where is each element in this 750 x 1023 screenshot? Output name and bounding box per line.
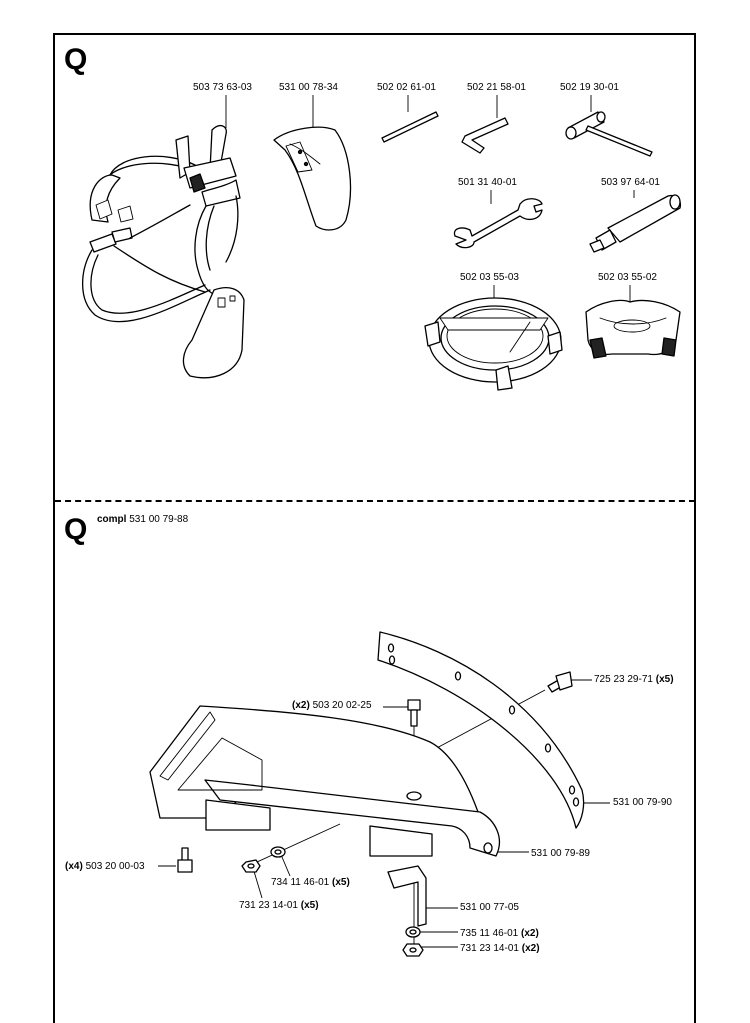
part-label-nut-731-a: 731 23 14-01 (x5): [239, 900, 319, 911]
clamp-drawing: [387, 865, 427, 927]
diagram-frame: [53, 33, 696, 1023]
section-divider: [55, 500, 695, 502]
part-label-washer-734: 734 11 46-01 (x5): [271, 877, 350, 888]
socket-wrench-drawing: [565, 111, 653, 157]
part-label-hip-pad: 531 00 78-34: [279, 82, 338, 93]
pin-drawing: [381, 111, 439, 143]
nut-731-b-drawing: [402, 943, 424, 957]
washer-734-drawing: [270, 846, 286, 858]
part-label-screw-503-02: (x2) 503 20 02-25: [292, 700, 372, 711]
part-label-screw-725: 725 23 29-71 (x5): [594, 674, 674, 685]
part-label-hex-key: 502 21 58-01: [467, 82, 526, 93]
part-label-blade-guard: 531 00 79-90: [613, 797, 672, 808]
screw-503-02-drawing: [407, 699, 421, 727]
compl-label: compl 531 00 79-88: [97, 514, 188, 525]
nut-731-a-drawing: [241, 859, 261, 873]
hex-key-drawing: [461, 117, 509, 154]
part-label-grease-tube: 503 97 64-01: [601, 177, 660, 188]
part-label-washer-735: 735 11 46-01 (x2): [460, 928, 539, 939]
part-label-guard-bracket: 531 00 79-89: [531, 848, 590, 859]
part-label-ring-guard: 502 03 55-03: [460, 272, 519, 283]
compl-number: 531 00 79-88: [129, 514, 189, 525]
part-label-clamp: 531 00 77-05: [460, 902, 519, 913]
part-label-screw-503-00: (x4) 503 20 00-03: [65, 861, 145, 872]
part-label-socket-wrench: 502 19 30-01: [560, 82, 619, 93]
compl-word: compl: [97, 514, 127, 525]
part-label-harness: 503 73 63-03: [193, 82, 252, 93]
part-label-nut-731-b: 731 23 14-01 (x2): [460, 943, 540, 954]
grease-tube-drawing: [589, 194, 682, 253]
part-label-pin: 502 02 61-01: [377, 82, 436, 93]
section1-letter: Q: [64, 43, 88, 76]
screw-725-drawing: [547, 671, 573, 693]
screw-503-00-drawing: [177, 847, 193, 873]
section2-letter: Q: [64, 513, 88, 546]
harness-drawing: [82, 124, 245, 379]
ring-guard-drawing: [424, 297, 563, 391]
washer-735-drawing: [405, 926, 421, 938]
guard-bracket-drawing: [149, 705, 501, 857]
spanner-drawing: [453, 198, 543, 249]
part-label-spanner: 501 31 40-01: [458, 177, 517, 188]
hip-pad-drawing: [273, 126, 352, 231]
transport-guard-drawing: [585, 299, 681, 359]
blade-guard-drawing: [377, 631, 585, 829]
part-label-transport-guard: 502 03 55-02: [598, 272, 657, 283]
